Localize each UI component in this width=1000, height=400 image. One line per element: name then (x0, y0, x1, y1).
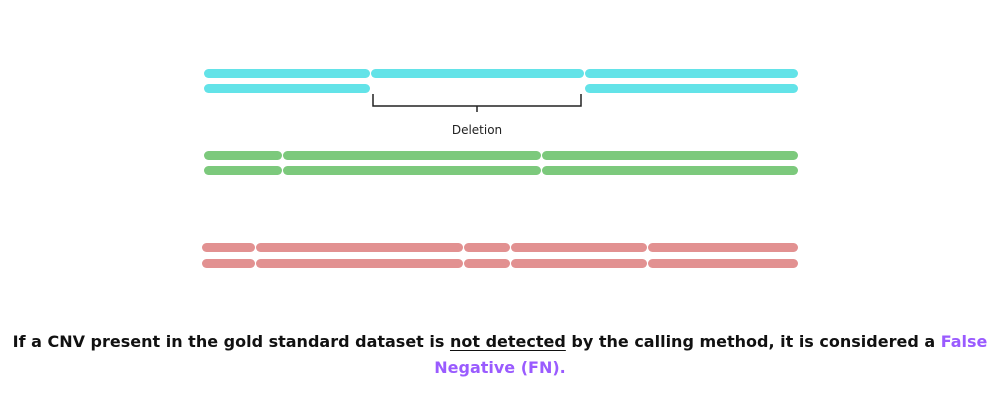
track-calling-method-1 (204, 151, 798, 175)
segment (283, 166, 541, 175)
track-gold-standard (204, 69, 798, 93)
segment (648, 259, 798, 268)
segment (202, 243, 255, 252)
caption: If a CNV present in the gold standard da… (0, 329, 1000, 381)
segment (256, 259, 463, 268)
segment (511, 243, 647, 252)
segment (648, 243, 798, 252)
segment (256, 243, 463, 252)
caption-text-middle: by the calling method, it is considered … (565, 332, 941, 351)
caption-emphasis: not detected (449, 332, 566, 351)
segment (204, 84, 370, 93)
segment (511, 259, 647, 268)
caption-text-start: If a CNV present in the gold standard da… (12, 332, 450, 351)
segment (204, 166, 282, 175)
segment (371, 69, 584, 78)
segment (283, 151, 541, 160)
track-calling-method-2 (202, 243, 798, 268)
segment (585, 84, 798, 93)
segment (542, 151, 798, 160)
segment (464, 259, 510, 268)
deletion-label: Deletion (452, 123, 502, 137)
caption-highlight: False Negative (FN). (434, 332, 988, 377)
cnv-diagram: Deletion (202, 69, 798, 268)
segment (204, 69, 370, 78)
segment (464, 243, 510, 252)
segment (585, 69, 798, 78)
segment (542, 166, 798, 175)
segment (204, 151, 282, 160)
deletion-bracket (372, 94, 582, 112)
segment (202, 259, 255, 268)
